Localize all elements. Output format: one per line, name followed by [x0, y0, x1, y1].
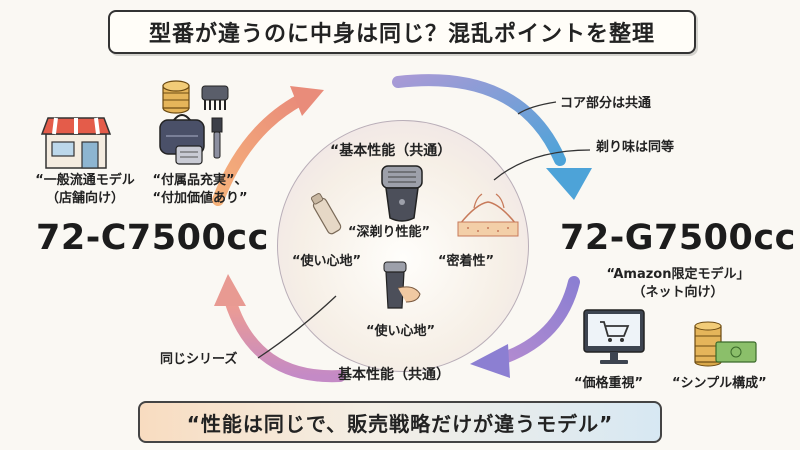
arrow-top-right: [392, 74, 592, 200]
store-icon: [40, 117, 112, 169]
contact-label: “密着性”: [438, 254, 495, 269]
model-left: 72-C7500cc: [36, 218, 269, 258]
store-label: “一般流通モデル （店舗向け）: [20, 172, 150, 207]
deep-shave-label: “深剃り性能”: [348, 225, 431, 240]
shave-equal-label: 剃り味は同等: [596, 140, 675, 155]
handheld-shaver-icon: [383, 261, 421, 309]
center-circle: [277, 120, 529, 372]
accessory-label-line2: “付加価値あり”: [152, 190, 248, 206]
title-box: 型番が違うのに中身は同じ？混乱ポイントを整理: [108, 10, 696, 54]
skin-contact-icon: [457, 193, 519, 237]
shaver-head-icon: [175, 145, 203, 165]
bottom-message: “性能は同じで、販売戦略だけが違うモデル”: [186, 411, 614, 436]
arrow-bottom-left: [214, 274, 346, 383]
basic-common-label: 基本性能（共通）: [338, 367, 450, 383]
model-right: 72-G7500cc: [560, 218, 796, 258]
annotation-lines: [257, 101, 591, 359]
bottom-message-box: “性能は同じで、販売戦略だけが違うモデル”: [138, 401, 662, 443]
price-label: “価格重視”: [574, 376, 644, 391]
monitor-cart-icon: [583, 309, 645, 364]
core-common-label: コア部分は共通: [560, 96, 652, 111]
amazon-label: “Amazon限定モデル」 （ネット向け）: [588, 266, 768, 301]
accessory-label-line1: “付属品充実”、: [152, 173, 248, 188]
cleaning-brush-icon: [211, 117, 223, 159]
amazon-label-line2: （ネット向け）: [632, 284, 724, 300]
trimmer-comb-icon: [201, 85, 229, 110]
shaver-side-icon: [310, 193, 342, 235]
simple-label: “シンプル構成”: [672, 376, 767, 391]
arrow-bottom-right: [470, 276, 580, 378]
same-series-label: 同じシリーズ: [160, 352, 238, 367]
center-top-label: “基本性能（共通）: [330, 143, 452, 159]
money-stack-icon: [694, 321, 757, 367]
accessory-label: “付属品充実”、 “付加価値あり”: [132, 172, 268, 207]
page-title: 型番が違うのに中身は同じ？混乱ポイントを整理: [148, 22, 655, 47]
ease-left-label: “使い心地”: [292, 254, 362, 269]
ease-bottom-label: “使い心地”: [366, 324, 436, 339]
store-label-line1: “一般流通モデル: [35, 173, 135, 188]
store-label-line2: （店舗向け）: [45, 190, 124, 206]
amazon-label-line1: “Amazon限定モデル」: [606, 267, 750, 282]
arrow-top-left: [212, 86, 324, 206]
shaver-icon: [381, 165, 423, 222]
coins-icon: [162, 80, 190, 114]
